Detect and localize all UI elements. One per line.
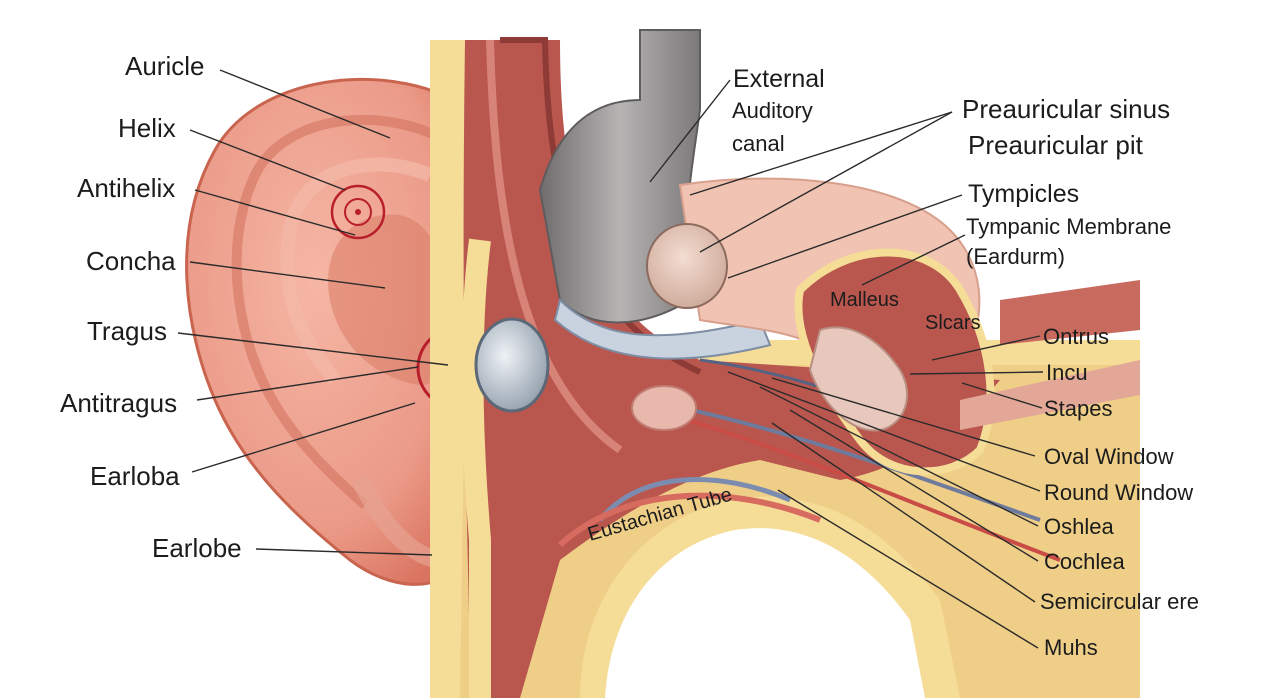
label-tympicles: Tympicles xyxy=(968,180,1079,208)
label-antitragus: Antitragus xyxy=(60,388,177,418)
label-concha: Concha xyxy=(86,246,176,276)
leader-oval-window xyxy=(771,377,1036,457)
cross-section-layers xyxy=(430,37,1140,698)
label-external-line1: External xyxy=(733,65,825,93)
leader-tympicles xyxy=(727,194,963,279)
leader-cochlea xyxy=(789,409,1039,562)
leader-antitragus xyxy=(196,366,419,401)
eardrum-disk xyxy=(474,317,550,413)
label-helix: Helix xyxy=(118,113,176,143)
label-external-line2: Auditory xyxy=(732,98,813,123)
label-oshlea: Oshlea xyxy=(1044,514,1114,539)
eustachian-nodule xyxy=(631,385,697,431)
leader-earloba xyxy=(191,402,416,473)
label-incu: Incu xyxy=(1046,360,1088,385)
label-cochlea: Cochlea xyxy=(1044,549,1125,574)
leader-preauricular-2 xyxy=(699,111,953,253)
leader-semicircular xyxy=(771,422,1036,603)
label-preauricular-sinus: Preauricular sinus xyxy=(962,94,1170,124)
label-stapes: Stapes xyxy=(1044,396,1113,421)
leader-helix xyxy=(189,129,346,191)
label-slcars: Slcars xyxy=(925,312,981,334)
left-labels: Auricle Helix Antihelix Concha Tragus An… xyxy=(60,51,242,563)
leader-stapes xyxy=(961,382,1043,409)
leader-oshlea xyxy=(759,386,1039,527)
leader-external-canal xyxy=(649,79,731,183)
leader-round-window xyxy=(727,371,1041,492)
right-labels: External Auditory canal Preauricular sin… xyxy=(585,65,1199,660)
label-earloba: Earloba xyxy=(90,461,180,491)
label-antihelix: Antihelix xyxy=(77,173,175,203)
middle-ear-chamber xyxy=(631,177,1140,476)
leader-auricle xyxy=(219,69,391,139)
label-external-line3: canal xyxy=(732,131,785,156)
leader-tragus xyxy=(177,332,449,366)
leader-earlobe xyxy=(255,548,433,556)
label-round-window: Round Window xyxy=(1044,480,1193,505)
leader-incu xyxy=(909,371,1044,375)
ossicle-round xyxy=(646,223,728,309)
leader-tympanic xyxy=(861,234,966,286)
leader-muhs xyxy=(777,489,1039,649)
label-eardrum: (Eardurm) xyxy=(966,244,1065,269)
label-ontrus: Ontrus xyxy=(1043,324,1109,349)
label-auricle: Auricle xyxy=(125,51,204,81)
label-tragus: Tragus xyxy=(87,316,167,346)
leader-ontrus xyxy=(931,335,1041,361)
label-oval-window: Oval Window xyxy=(1044,444,1174,469)
label-earlobe: Earlobe xyxy=(152,533,242,563)
label-semicircular: Semicircular ere xyxy=(1040,589,1199,614)
label-preauricular-pit: Preauricular pit xyxy=(968,130,1144,160)
leader-lines xyxy=(177,69,1044,649)
label-muhs: Muhs xyxy=(1044,635,1098,660)
leader-antihelix xyxy=(194,189,356,236)
helix-highlight-circle xyxy=(330,184,386,240)
leader-concha xyxy=(189,261,386,289)
leader-preauricular-1 xyxy=(689,111,953,196)
label-tympanic-membrane: Tympanic Membrane xyxy=(966,214,1171,239)
label-malleus: Malleus xyxy=(830,289,899,311)
